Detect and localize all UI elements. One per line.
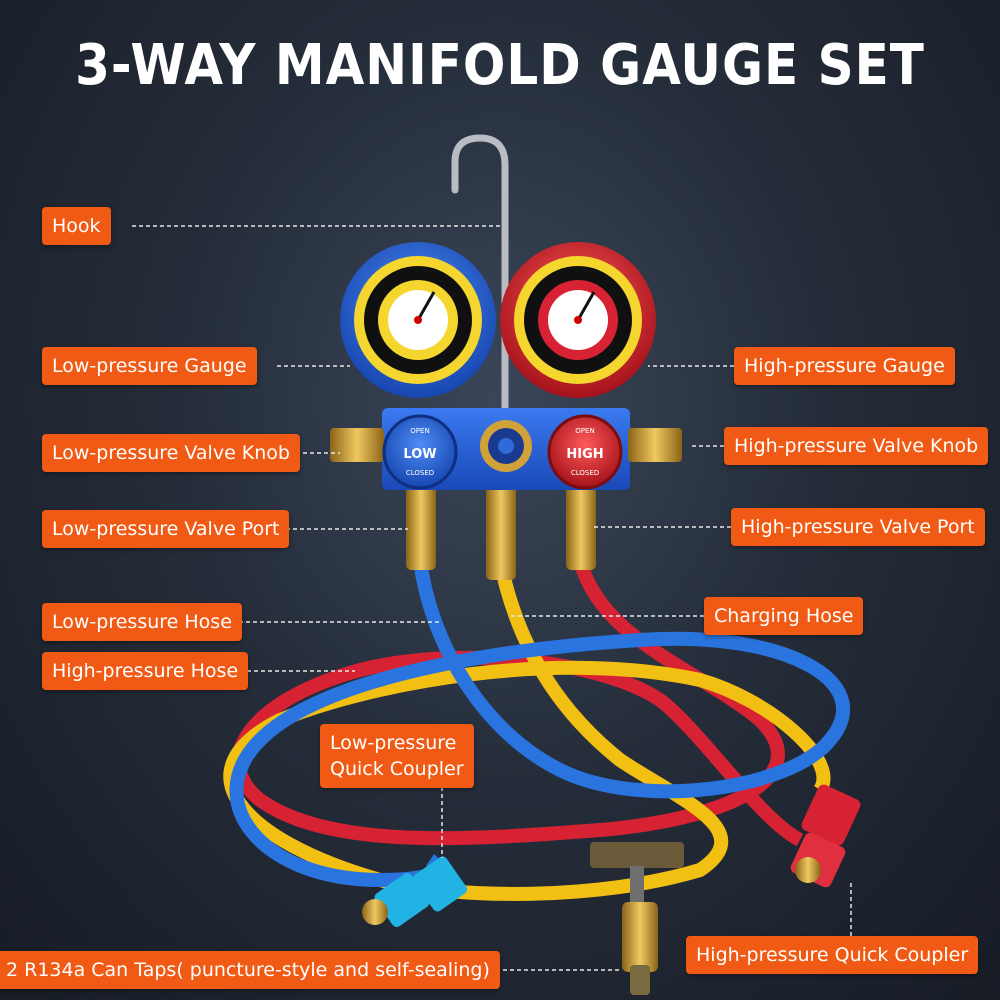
label-high-pressure-hose: High-pressure Hose <box>42 652 249 690</box>
left-side-port <box>330 428 384 462</box>
label-hook: Hook <box>42 207 111 245</box>
label-low-pressure-quick-coupler: Low-pressure Quick Coupler <box>320 724 474 788</box>
can-tap <box>590 842 684 995</box>
hook <box>451 134 509 412</box>
high-hose-fitting <box>566 480 596 570</box>
right-side-port <box>628 428 682 462</box>
high-pressure-gauge <box>500 242 656 398</box>
page-title: 3-WAY MANIFOLD GAUGE SET <box>75 32 925 98</box>
high-knob-text: HIGH <box>566 447 603 462</box>
high-knob-open-text: OPEN <box>575 427 594 435</box>
label-low-pressure-valve-knob: Low-pressure Valve Knob <box>42 434 300 472</box>
low-knob-text: LOW <box>403 447 436 462</box>
label-high-pressure-valve-port: High-pressure Valve Port <box>731 508 985 546</box>
label-charging-hose: Charging Hose <box>704 597 864 635</box>
label-low-coupler-line1: Low-pressure <box>330 732 457 754</box>
high-pressure-hose <box>231 558 804 847</box>
label-can-taps: 2 R134a Can Taps( puncture-style and sel… <box>0 951 500 989</box>
label-high-pressure-valve-knob: High-pressure Valve Knob <box>724 427 989 465</box>
high-pressure-valve-knob: OPEN HIGH CLOSED <box>547 414 623 490</box>
charging-hose-fitting <box>486 480 516 580</box>
high-knob-closed-text: CLOSED <box>571 469 599 477</box>
label-high-pressure-gauge: High-pressure Gauge <box>734 347 955 385</box>
low-knob-closed-text: CLOSED <box>406 469 434 477</box>
low-hose-fitting <box>406 480 436 570</box>
low-knob-open-text: OPEN <box>410 427 429 435</box>
low-pressure-gauge <box>340 242 496 398</box>
high-pressure-quick-coupler <box>790 784 861 888</box>
low-pressure-hose <box>229 559 850 888</box>
low-pressure-valve-knob: OPEN LOW CLOSED <box>382 414 458 490</box>
label-low-pressure-hose: Low-pressure Hose <box>42 603 242 641</box>
label-low-coupler-line2: Quick Coupler <box>330 758 464 780</box>
label-high-pressure-quick-coupler: High-pressure Quick Coupler <box>686 936 979 974</box>
label-low-pressure-gauge: Low-pressure Gauge <box>42 347 257 385</box>
low-pressure-quick-coupler <box>362 856 468 928</box>
label-low-pressure-valve-port: Low-pressure Valve Port <box>42 510 290 548</box>
